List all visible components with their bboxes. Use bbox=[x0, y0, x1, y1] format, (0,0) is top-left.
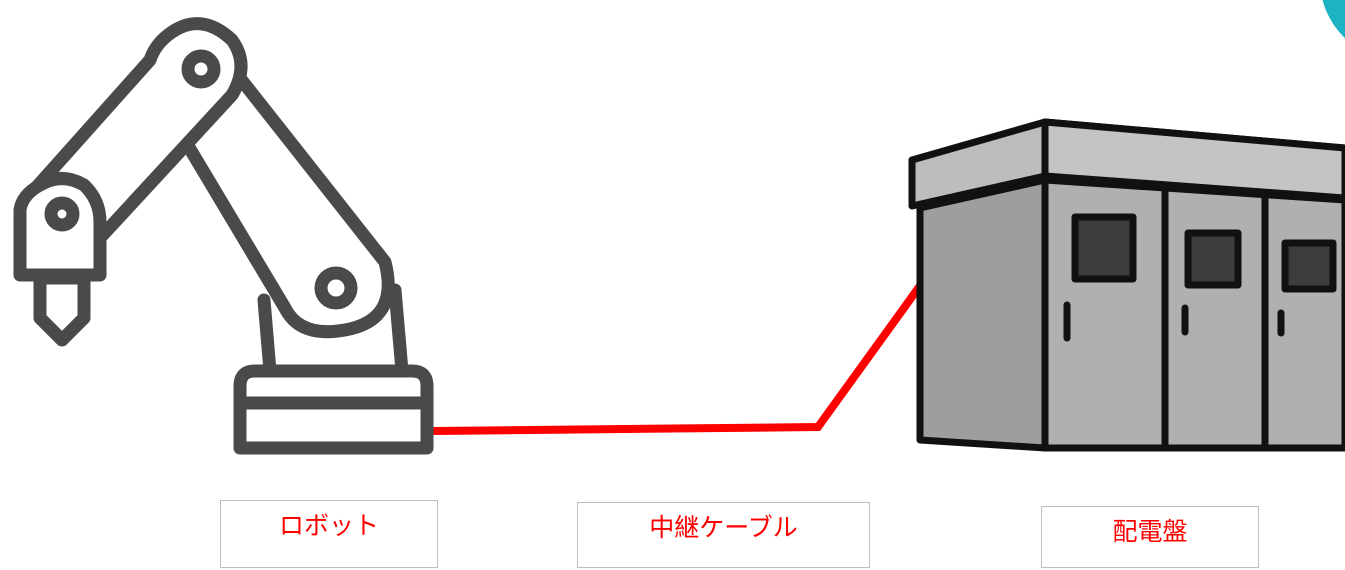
robot-label-box: ロボット bbox=[220, 500, 438, 568]
robot-label: ロボット bbox=[278, 511, 379, 540]
robot-arm-icon bbox=[13, 17, 434, 455]
cable-label-box: 中継ケーブル bbox=[577, 502, 870, 568]
panel-label: 配電盤 bbox=[1112, 517, 1188, 546]
panel-label-box: 配電盤 bbox=[1041, 506, 1259, 568]
relay-cable-line bbox=[431, 280, 926, 435]
cable-label: 中継ケーブル bbox=[649, 513, 798, 542]
distribution-panel-icon bbox=[908, 118, 1345, 452]
corner-accent-shape bbox=[1322, 0, 1345, 39]
